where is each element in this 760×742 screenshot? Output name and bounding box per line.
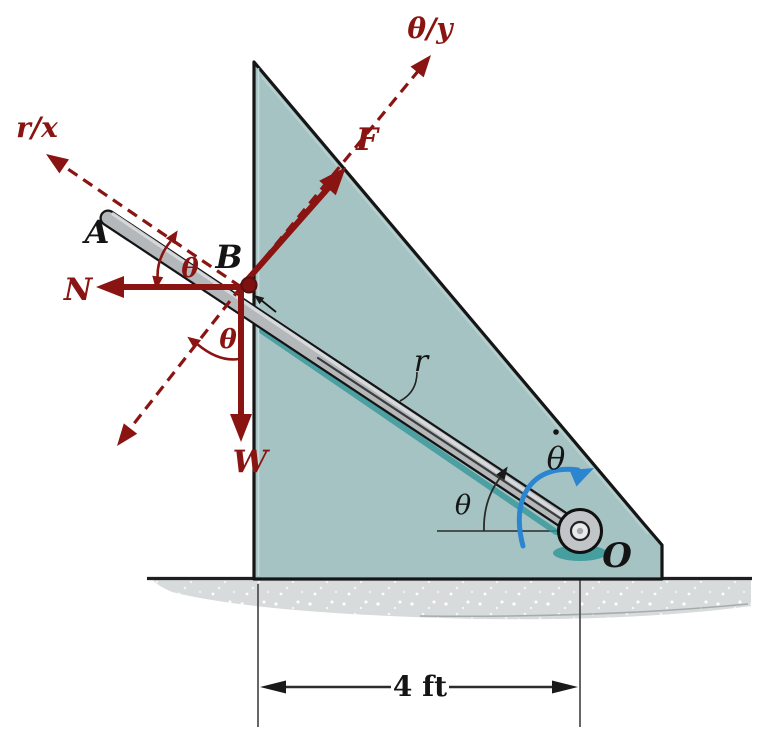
theta-lower-arrowhead-icon	[187, 336, 201, 349]
force-w-label: W	[233, 444, 271, 480]
theta-arc-o-arrowhead-icon	[496, 466, 508, 481]
wedge-shape	[252, 60, 664, 581]
theta-upper-arrowhead-up-icon	[166, 230, 178, 245]
hypotenuse-inner-highlight	[261, 76, 649, 535]
ground-bottom-shade	[419, 603, 749, 618]
force-f-label: F	[355, 122, 380, 158]
axis-neg-theta-y-arrowhead-icon	[117, 423, 138, 446]
dimension-arrow-left-icon	[260, 680, 286, 694]
theta-arc-at-o	[483, 466, 508, 532]
theta-upper-label: θ	[181, 254, 199, 284]
dimension-arrow-right-icon	[552, 680, 578, 694]
pivot-o-label: O	[602, 536, 632, 576]
theta-at-o-label: θ	[455, 490, 471, 521]
force-n-label: N	[63, 272, 94, 308]
ground-slab	[147, 576, 752, 620]
r-leader-line	[399, 371, 418, 402]
theta-upper-arc	[156, 240, 172, 277]
pivot-center-dot	[576, 527, 584, 535]
theta-upper-arrowhead-down-icon	[152, 275, 164, 290]
pin-b-leader-line	[260, 299, 277, 313]
force-n-arrowhead-icon	[96, 276, 124, 298]
force-f-shaft	[238, 184, 333, 289]
axis-r-x-arrowhead-icon	[46, 154, 69, 174]
theta-dot-label: θ	[547, 441, 566, 477]
axis-r-x-label: r/x	[16, 111, 58, 144]
axis-theta-y-arrowhead-icon	[410, 55, 431, 78]
rod-slot-line	[316, 356, 580, 532]
axis-r-x-line	[61, 163, 242, 289]
radial-r-label: r	[414, 344, 430, 379]
dimension-label: 4 ft	[393, 670, 447, 703]
point-a-label: A	[82, 213, 110, 251]
angle-arcs-b	[152, 230, 239, 361]
pin-b-dot	[240, 276, 258, 294]
rotation-arc	[516, 466, 581, 549]
ground-speckles	[152, 579, 751, 620]
pin-b	[240, 276, 277, 313]
pin-b-leader-arrowhead-icon	[254, 295, 265, 305]
dimension-4ft: 4 ft	[257, 556, 581, 727]
axis-neg-theta-y-line	[127, 286, 243, 431]
force-arrows	[96, 167, 346, 442]
rotation-arrow	[516, 466, 594, 549]
labels: θ/y r/x A B N W F θ θ r θ θ O	[16, 12, 632, 576]
theta-arc-o-curve	[483, 476, 502, 532]
force-f-arrowhead-icon	[319, 167, 346, 196]
pivot-o	[553, 508, 607, 561]
rotation-arrowhead-icon	[569, 468, 594, 487]
axis-theta-y-label: θ/y	[407, 12, 454, 45]
theta-lower-arc	[196, 343, 239, 361]
wedge-block	[252, 60, 664, 581]
theta-dot-mark	[553, 429, 559, 435]
force-w-arrowhead-icon	[230, 414, 252, 442]
rod-teal-shadow	[259, 328, 559, 535]
theta-lower-label: θ	[219, 325, 237, 355]
point-b-label: B	[214, 238, 242, 276]
